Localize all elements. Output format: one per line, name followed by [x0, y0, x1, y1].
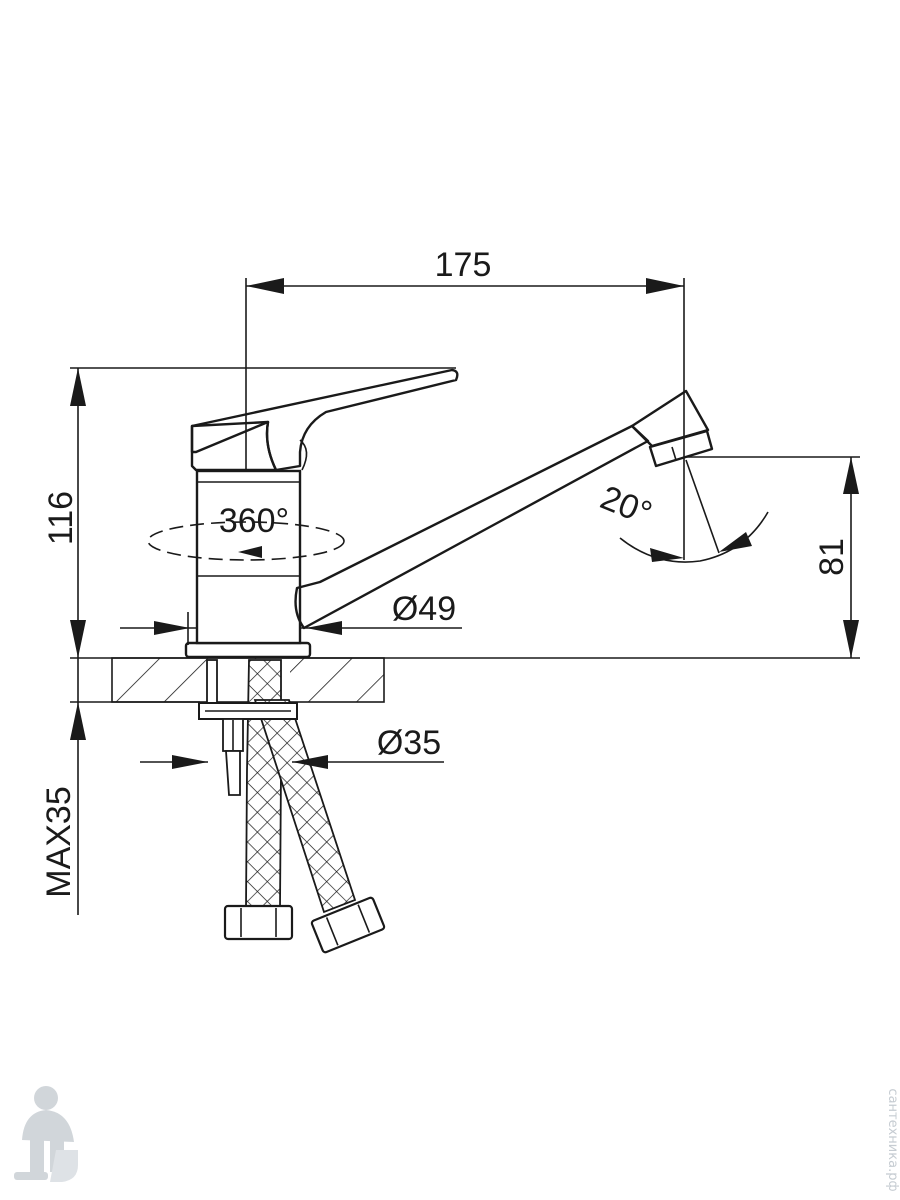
faucet-handle: [190, 368, 459, 472]
dimension-mounting-diameter: [140, 755, 444, 769]
dimension-aerator-angle: [619, 459, 769, 563]
label-rotation: 360°: [219, 502, 289, 540]
faucet-body: [184, 469, 312, 659]
label-max-counter-thickness: MAX35: [40, 786, 78, 898]
faucet-spout: [294, 389, 714, 630]
label-mounting-diameter: Ø35: [377, 724, 441, 762]
label-spout-reach: 175: [435, 246, 492, 284]
dimension-spout-height: [686, 456, 860, 658]
flexible-hoses: [223, 659, 386, 954]
countertop-section: [70, 657, 860, 703]
rotation-indicator: [147, 521, 345, 561]
mounting-hardware: [198, 659, 298, 796]
dimension-spout-reach: [245, 278, 685, 560]
label-aerator-angle: 20°: [595, 479, 657, 533]
label-body-diameter: Ø49: [392, 590, 456, 628]
plumber-logo-watermark: [14, 1086, 78, 1182]
site-watermark-text: сантехника.рф: [885, 1088, 900, 1191]
label-total-height: 116: [42, 491, 80, 545]
dimension-total-height: [70, 367, 456, 658]
dimension-max-counter-thickness: [70, 658, 86, 915]
label-spout-height: 81: [813, 538, 851, 576]
dimension-body-diameter: [120, 612, 462, 645]
